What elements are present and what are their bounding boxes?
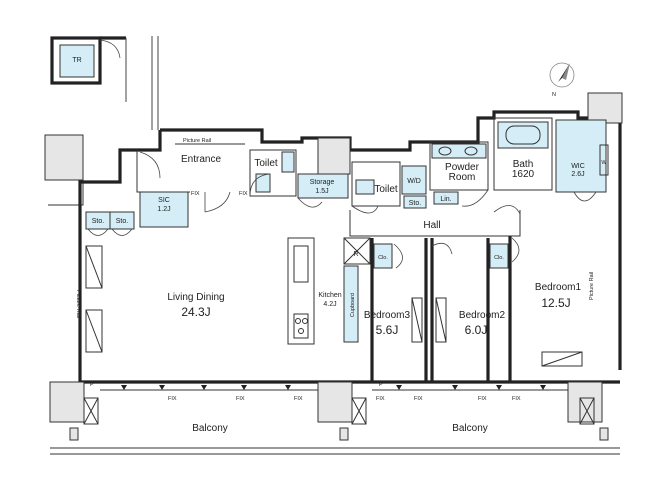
storage-room: Storage 1.5J	[297, 137, 351, 208]
tr-label: TR	[72, 57, 81, 64]
balcony2-label: Balcony	[452, 423, 488, 434]
picture-rail-right-label: Picture Rail	[589, 272, 595, 300]
wic-w-mark: W	[601, 160, 607, 166]
fix-label-9: FIX	[512, 396, 521, 402]
hall-label: Hall	[423, 220, 440, 231]
wd-label: W/D	[407, 178, 421, 185]
wic-name: WIC	[571, 163, 585, 170]
toilet1-label: Toilet	[254, 158, 278, 169]
picture-rail-left-label: Picture Rail	[75, 290, 81, 318]
fridge-r-label: R	[353, 251, 358, 258]
fix-label-2: FIX	[239, 191, 248, 197]
living-dining: Picture Rail Living Dining 24.3J	[75, 245, 225, 353]
left-notch	[48, 135, 84, 206]
bedroom-1: Bedroom1 12.5J Picture Rail	[508, 236, 595, 382]
bed3-size: 5.6J	[376, 323, 399, 337]
washer-dryer: W/D	[401, 165, 427, 195]
balcony-columns	[49, 381, 609, 441]
living-name: Living Dining	[167, 292, 224, 303]
toilet-1: Toilet	[249, 149, 297, 197]
clo1-label: Clo.	[378, 255, 388, 261]
p-label-3: P	[379, 382, 383, 388]
toilet-2: Toilet	[351, 161, 401, 214]
linen: Lin.	[433, 191, 459, 205]
storage-closets-left: Sto. Sto.	[85, 211, 135, 236]
right-column	[587, 92, 623, 124]
cupboard-label: Cupboard	[350, 293, 356, 317]
left-column	[44, 134, 84, 181]
storage-name: Storage	[310, 179, 335, 186]
bath-room: Bath 1620	[493, 117, 553, 191]
sic-name: SIC	[158, 197, 170, 204]
fix-label-8: FIX	[478, 396, 487, 402]
walk-in-closet: WIC 2.6J W	[555, 119, 609, 202]
fix-label-7: FIX	[414, 396, 423, 402]
bed3-name: Bedroom3	[364, 310, 411, 321]
bed1-name: Bedroom1	[535, 282, 582, 293]
sto-label-3: Sto.	[409, 200, 422, 207]
bed2-name: Bedroom2	[459, 310, 506, 321]
lin-label: Lin.	[440, 196, 451, 203]
north-label: N	[552, 92, 556, 98]
wic-size: 2.6J	[571, 171, 584, 178]
balcony1-label: Balcony	[192, 423, 228, 434]
living-size: 24.3J	[181, 305, 210, 319]
north-compass: N	[549, 62, 575, 98]
entrance-label: Entrance	[181, 154, 221, 165]
fix-label-1: FIX	[191, 191, 200, 197]
tr-unit: TR	[50, 36, 126, 85]
fix-label-5: FIX	[294, 396, 303, 402]
p-label-1: P	[90, 382, 94, 388]
picture-rail-top-label: Picture Rail	[183, 138, 211, 144]
powder-line2: Room	[449, 172, 476, 183]
entrance-area: Picture Rail Entrance FIX FIX	[136, 138, 248, 213]
kitchen-name: Kitchen	[318, 292, 341, 299]
shaft-walls	[125, 36, 159, 130]
window-markers: FIX FIX FIX FIX FIX FIX FIX	[121, 385, 546, 402]
balcony: Balcony Balcony	[50, 423, 620, 455]
sto-label-1: Sto.	[92, 218, 105, 225]
bedroom-3: Clo. Bedroom3 5.6J	[364, 238, 428, 382]
bath-name: Bath	[513, 159, 534, 170]
fix-label-4: FIX	[236, 396, 245, 402]
kitchen: Kitchen 4.2J R Cupboard	[287, 237, 371, 345]
sic-room: SIC 1.2J	[139, 191, 189, 228]
clo2-label: Clo.	[494, 255, 504, 261]
storage-size: 1.5J	[315, 188, 328, 195]
fix-label-6: FIX	[376, 396, 385, 402]
sic-size: 1.2J	[157, 206, 170, 213]
bath-size: 1620	[512, 169, 535, 180]
bed2-size: 6.0J	[465, 323, 488, 337]
bedroom-2: Clo. Bedroom2 6.0J	[430, 238, 509, 382]
hall: Hall	[349, 205, 521, 237]
sto-label-2: Sto.	[116, 218, 129, 225]
kitchen-size: 4.2J	[323, 301, 336, 308]
sto-3: Sto.	[403, 195, 427, 209]
powder-room: Powder Room	[429, 141, 489, 207]
powder-line1: Powder	[445, 162, 480, 173]
toilet2-label: Toilet	[374, 184, 398, 195]
fix-label-3: FIX	[168, 396, 177, 402]
bed1-size: 12.5J	[541, 296, 570, 310]
